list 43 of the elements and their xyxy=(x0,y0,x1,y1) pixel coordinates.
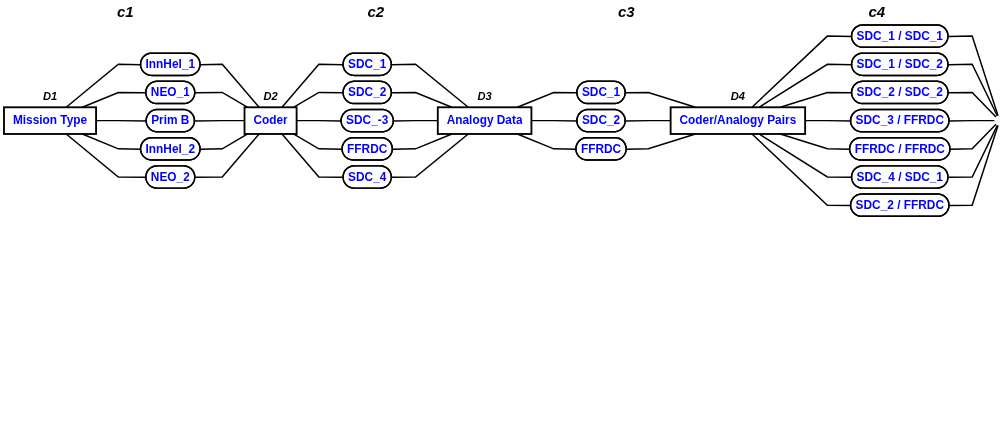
option-oval: SDC_3 / FFRDC xyxy=(849,108,950,133)
connector-line xyxy=(194,91,249,108)
connector-line xyxy=(947,63,999,117)
option-oval: NEO_2 xyxy=(145,165,196,189)
connector-line xyxy=(948,124,999,207)
option-oval: SDC_1 / SDC_2 xyxy=(850,52,949,77)
column-label: c1 xyxy=(116,2,134,20)
connector-line xyxy=(199,63,260,108)
option-oval: SDC_4 xyxy=(342,165,393,189)
column-label: c3 xyxy=(617,2,635,20)
option-oval: SDC_1 / SDC_1 xyxy=(850,24,949,48)
stage-box: Analogy Data xyxy=(436,106,533,135)
option-oval: InnHel_2 xyxy=(139,136,201,161)
connector-line xyxy=(947,124,999,179)
connector-line xyxy=(949,123,997,150)
option-oval: InnHel_1 xyxy=(139,52,201,77)
option-oval: SDC_2 xyxy=(576,108,626,133)
connector-line xyxy=(199,133,249,150)
option-oval: SDC_2 / SDC_2 xyxy=(850,80,949,105)
option-oval: SDC_2 xyxy=(342,80,393,105)
stage-label: D1 xyxy=(42,89,58,102)
connector-line xyxy=(947,35,999,117)
stage-box: Mission Type xyxy=(3,106,97,135)
option-oval: Prim B xyxy=(145,108,196,133)
connector-line xyxy=(947,91,997,118)
option-oval: FFRDC xyxy=(575,136,627,161)
option-oval: FFRDC xyxy=(341,136,394,161)
column-label: c4 xyxy=(868,2,886,20)
connector-line xyxy=(194,133,260,179)
option-oval: SDC_1 xyxy=(342,52,393,77)
option-oval: SDC_1 xyxy=(576,80,626,105)
option-oval: SDC_-3 xyxy=(340,108,395,133)
option-oval: SDC_4 / SDC_1 xyxy=(850,165,949,189)
option-oval: NEO_1 xyxy=(145,80,196,105)
stage-label: D2 xyxy=(263,89,278,102)
column-label: c2 xyxy=(367,2,385,20)
option-oval: FFRDC / FFRDC xyxy=(848,136,951,161)
stage-label: D3 xyxy=(477,89,492,102)
stage-box: Coder/Analogy Pairs xyxy=(669,106,807,135)
option-oval: SDC_2 / FFRDC xyxy=(849,193,950,218)
stage-label: D4 xyxy=(730,89,745,102)
connector-line xyxy=(948,119,996,122)
stage-box: Coder xyxy=(243,106,298,135)
